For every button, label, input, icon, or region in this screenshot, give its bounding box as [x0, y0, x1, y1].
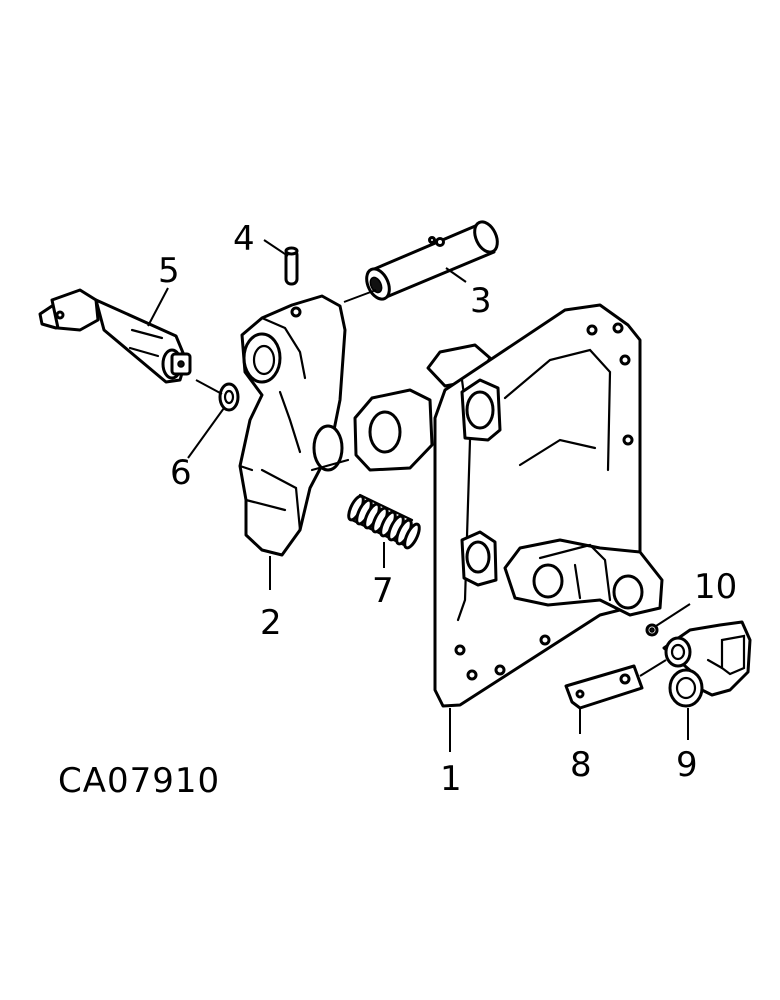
- coil-spring: [347, 493, 421, 550]
- leader-3b: [343, 289, 377, 303]
- callout-5: 5: [158, 251, 180, 291]
- bracket-ear: [353, 388, 434, 472]
- clevis: [662, 620, 752, 708]
- callout-9: 9: [676, 745, 698, 785]
- leader-4: [263, 239, 289, 257]
- leader-3: [445, 267, 467, 283]
- callouts: 4 5 3 6 7 2 10 1 8 9: [158, 219, 737, 799]
- pedal-arm: [238, 294, 350, 557]
- callout-8: 8: [570, 745, 592, 785]
- callout-2: 2: [260, 603, 282, 643]
- leader-8b: [639, 659, 667, 677]
- link-bar: [564, 664, 644, 710]
- callout-10: 10: [694, 567, 737, 607]
- roll-pin: [284, 246, 299, 286]
- callout-6: 6: [170, 453, 192, 493]
- small-nut: [645, 623, 659, 637]
- leader-lines: [147, 239, 691, 752]
- leader-10: [655, 603, 691, 627]
- callout-4: 4: [233, 219, 255, 259]
- washer: [218, 382, 240, 412]
- callout-1: 1: [440, 759, 462, 799]
- pivot-pin: [365, 220, 499, 301]
- callout-7: 7: [372, 571, 394, 611]
- rod-shaft: [38, 288, 192, 384]
- drawing-code: CA07910: [58, 761, 220, 801]
- callout-3: 3: [470, 281, 492, 321]
- bracket-plate: [426, 303, 664, 708]
- leader-5: [147, 287, 169, 327]
- leader-6b: [195, 379, 223, 395]
- leader-6: [187, 407, 225, 459]
